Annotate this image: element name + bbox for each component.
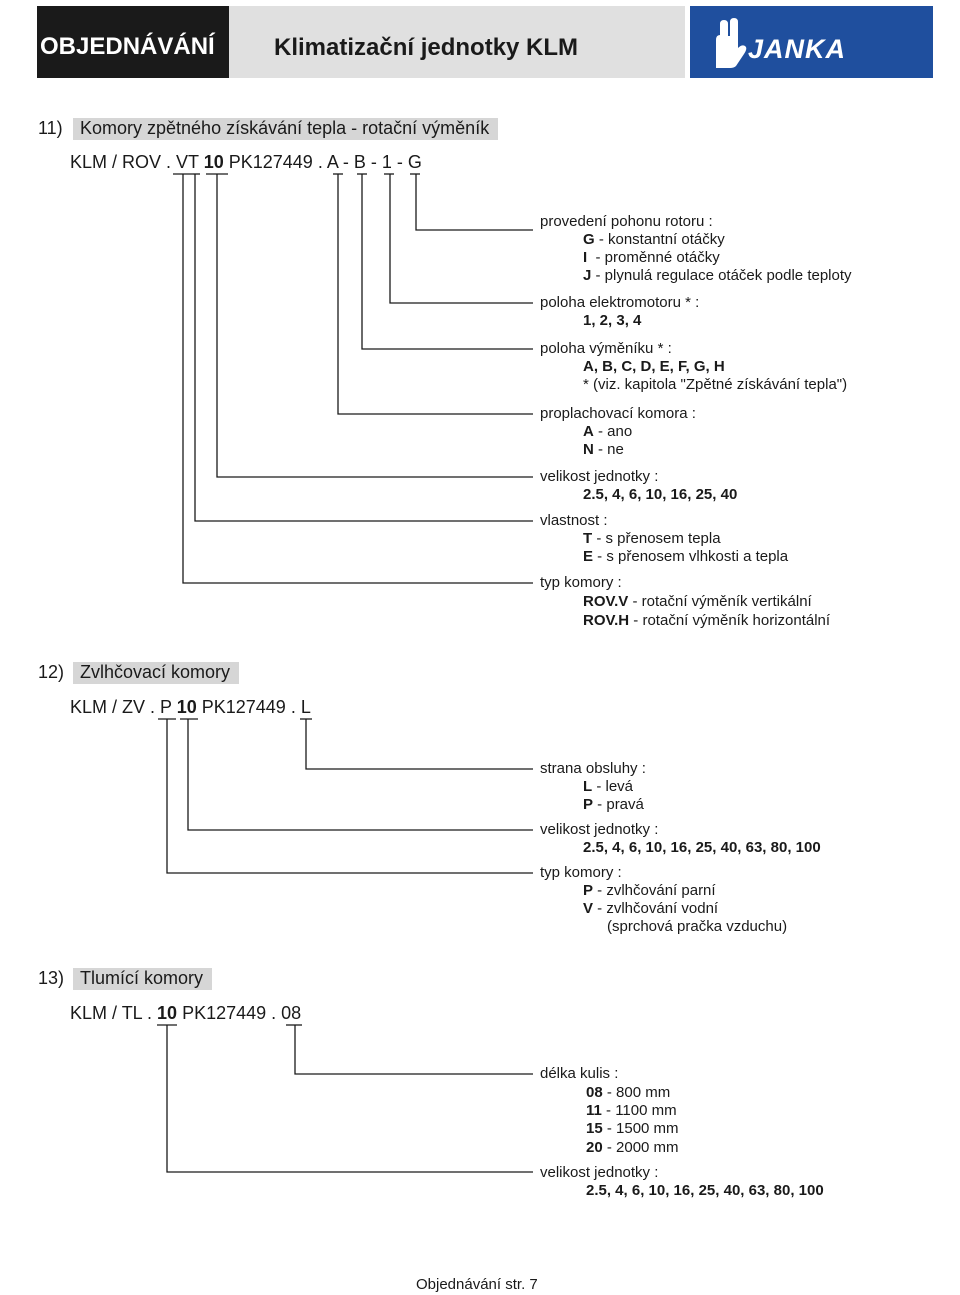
s11-drive-option: G - konstantní otáčky: [583, 231, 725, 248]
hand-icon: [716, 18, 747, 68]
s12-type-label: typ komory :: [540, 864, 622, 881]
s11-type-label: typ komory :: [540, 574, 622, 591]
s11-note: * (viz. kapitola "Zpětné získávání tepla…: [583, 376, 848, 393]
section-11-order-code: KLM / ROV . VT 10 PK127449 . A - B - 1 -…: [70, 152, 422, 172]
header-title-box: Klimatizační jednotky KLM: [229, 6, 685, 78]
s11-drive-option: I - proměnné otáčky: [583, 249, 720, 266]
s11-purge-label: proplachovací komora :: [540, 405, 696, 422]
page-footer: Objednávání str. 7: [416, 1276, 538, 1293]
s13-length-label: délka kulis :: [540, 1065, 619, 1082]
page-title: Klimatizační jednotky KLM: [274, 34, 579, 61]
s11-property-option: E - s přenosem vlhkosti a tepla: [583, 548, 789, 565]
section-13-order-code: KLM / TL . 10 PK127449 . 08: [70, 1003, 302, 1023]
section-12-title: Zvlhčovací komory: [73, 662, 240, 684]
s11-property-option: T - s přenosem tepla: [583, 530, 721, 547]
s12-type-option: P - zvlhčování parní: [583, 882, 716, 899]
section-13-title: Tlumící komory: [73, 968, 213, 990]
header-section-label: OBJEDNÁVÁNÍ: [37, 6, 229, 78]
s11-exchanger-label: poloha výměníku * :: [540, 340, 672, 357]
s12-type-option: V - zvlhčování vodní: [583, 900, 719, 917]
s12-size-label: velikost jednotky :: [540, 821, 659, 838]
s11-size-label: velikost jednotky :: [540, 468, 659, 485]
s13-size-label: velikost jednotky :: [540, 1164, 659, 1181]
section-12-order-code: KLM / ZV . P 10 PK127449 . L: [70, 697, 311, 717]
s13-length-option: 08 - 800 mm: [586, 1084, 671, 1101]
s11-motor-label: poloha elektromotoru * :: [540, 294, 700, 311]
section-11-number: 11): [38, 118, 63, 138]
s13-length-option: 11 - 1100 mm: [586, 1102, 677, 1119]
section-11-title: Komory zpětného získávání tepla - rotačn…: [73, 118, 499, 140]
s11-drive-label: provedení pohonu rotoru :: [540, 213, 713, 230]
s11-size-values: 2.5, 4, 6, 10, 16, 25, 40: [583, 486, 738, 503]
section-12-number: 12): [38, 662, 65, 682]
logo-wordmark: JANKA: [748, 34, 847, 64]
s12-side-option: P - pravá: [583, 796, 644, 813]
s11-property-label: vlastnost :: [540, 512, 608, 529]
s13-length-option: 15 - 1500 mm: [586, 1120, 679, 1137]
brand-logo: JANKA: [690, 6, 933, 78]
s13-length-option: 20 - 2000 mm: [586, 1139, 679, 1156]
s12-size-values: 2.5, 4, 6, 10, 16, 25, 40, 63, 80, 100: [583, 839, 821, 856]
s11-motor-values: 1, 2, 3, 4: [583, 312, 642, 329]
section-13-number: 13): [38, 968, 65, 988]
s11-type-option: ROV.V - rotační výměník vertikální: [583, 593, 812, 610]
s11-exchanger-values: A, B, C, D, E, F, G, H: [583, 358, 725, 375]
s13-size-values: 2.5, 4, 6, 10, 16, 25, 40, 63, 80, 100: [586, 1182, 824, 1199]
s11-drive-option: J - plynulá regulace otáček podle teplot…: [583, 267, 852, 284]
s12-type-note: (sprchová pračka vzduchu): [607, 918, 788, 935]
header-left-text: OBJEDNÁVÁNÍ: [40, 33, 215, 60]
s11-type-option: ROV.H - rotační výměník horizontální: [583, 612, 831, 629]
s11-purge-option: A - ano: [583, 423, 633, 440]
s12-side-option: L - levá: [583, 778, 634, 795]
s11-purge-option: N - ne: [583, 441, 624, 458]
s12-side-label: strana obsluhy :: [540, 760, 646, 777]
